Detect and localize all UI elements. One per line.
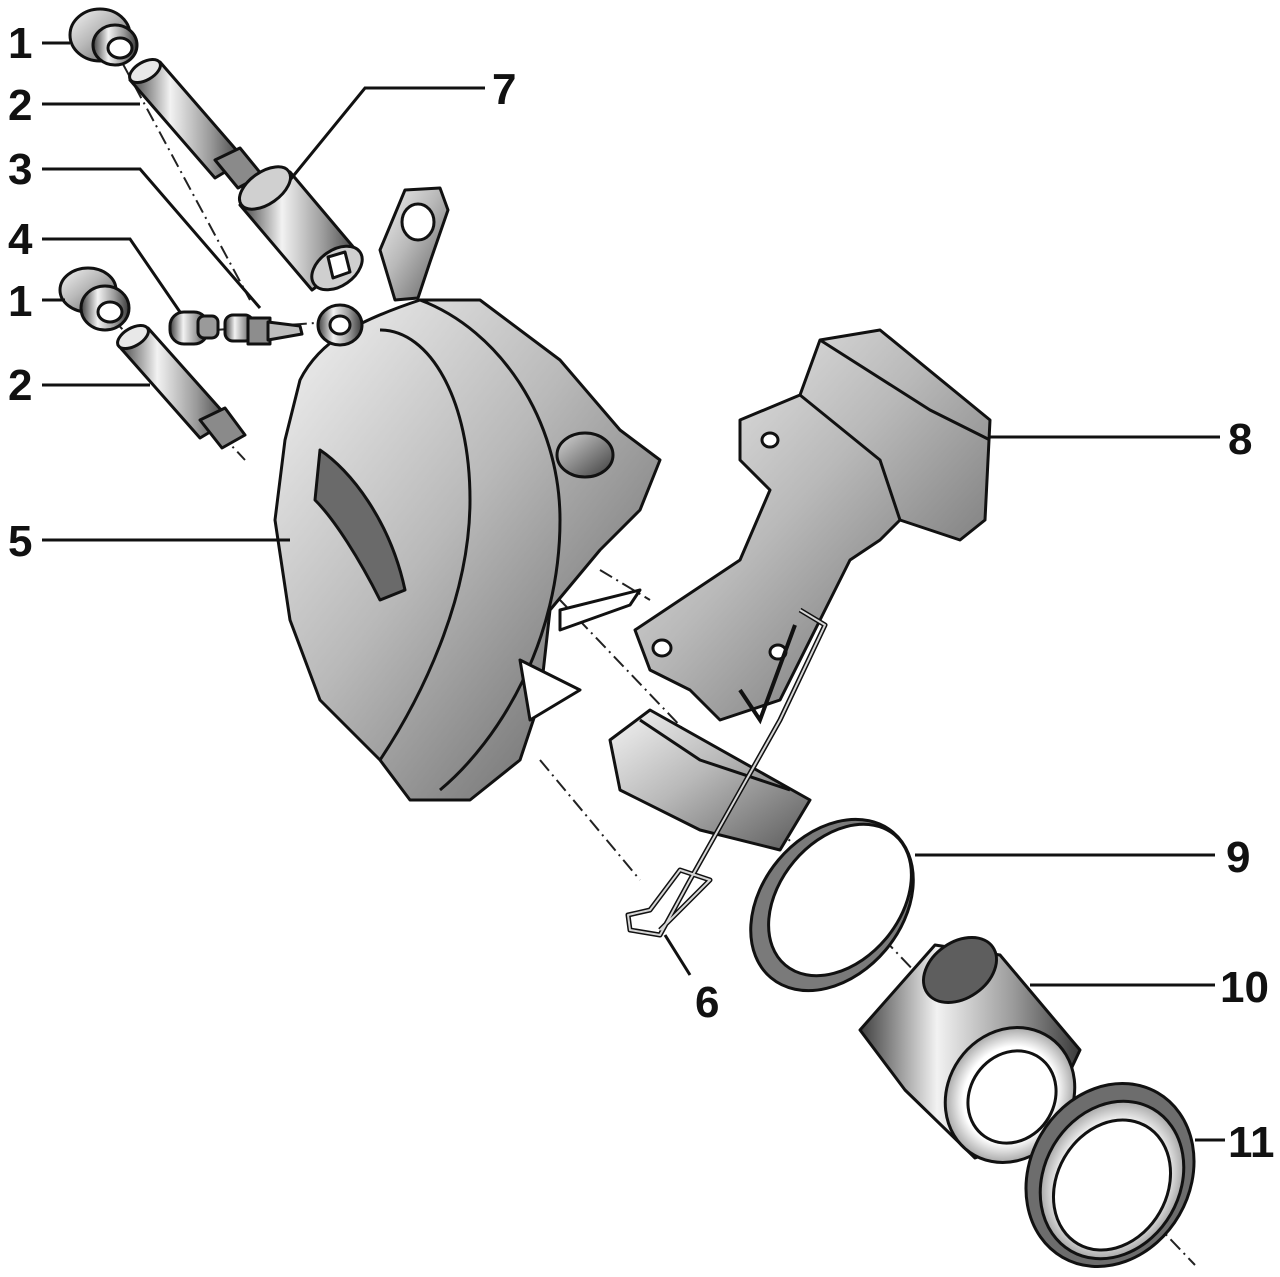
dust-cap-upper xyxy=(68,7,139,67)
callout-9: 9 xyxy=(1226,833,1250,882)
caliper-housing xyxy=(273,186,662,802)
callout-2-lower: 2 xyxy=(8,361,32,410)
bleed-valve-cap xyxy=(168,310,220,346)
guide-pin-lower xyxy=(116,323,247,450)
callout-7: 7 xyxy=(492,65,516,114)
callout-8: 8 xyxy=(1228,415,1252,464)
callout-5: 5 xyxy=(8,517,32,566)
dust-cap-lower xyxy=(58,266,131,332)
guide-pin-upper xyxy=(128,57,264,190)
callout-10: 10 xyxy=(1220,963,1269,1012)
leader-lines xyxy=(42,41,1225,1142)
callout-4: 4 xyxy=(8,215,33,264)
callout-2-upper: 2 xyxy=(8,81,32,130)
callout-1-lower: 1 xyxy=(8,277,32,326)
bleed-valve xyxy=(223,313,304,346)
callout-1-upper: 1 xyxy=(8,19,32,68)
callout-11: 11 xyxy=(1228,1118,1275,1167)
caliper-carrier-bracket xyxy=(608,328,992,852)
piston-seal-ring xyxy=(749,817,915,993)
retaining-spring xyxy=(625,607,828,938)
guide-sleeve xyxy=(238,165,364,292)
piston xyxy=(858,936,1082,1164)
piston-dust-boot xyxy=(1024,1082,1196,1268)
callout-6: 6 xyxy=(695,978,719,1027)
callout-3: 3 xyxy=(8,145,32,194)
